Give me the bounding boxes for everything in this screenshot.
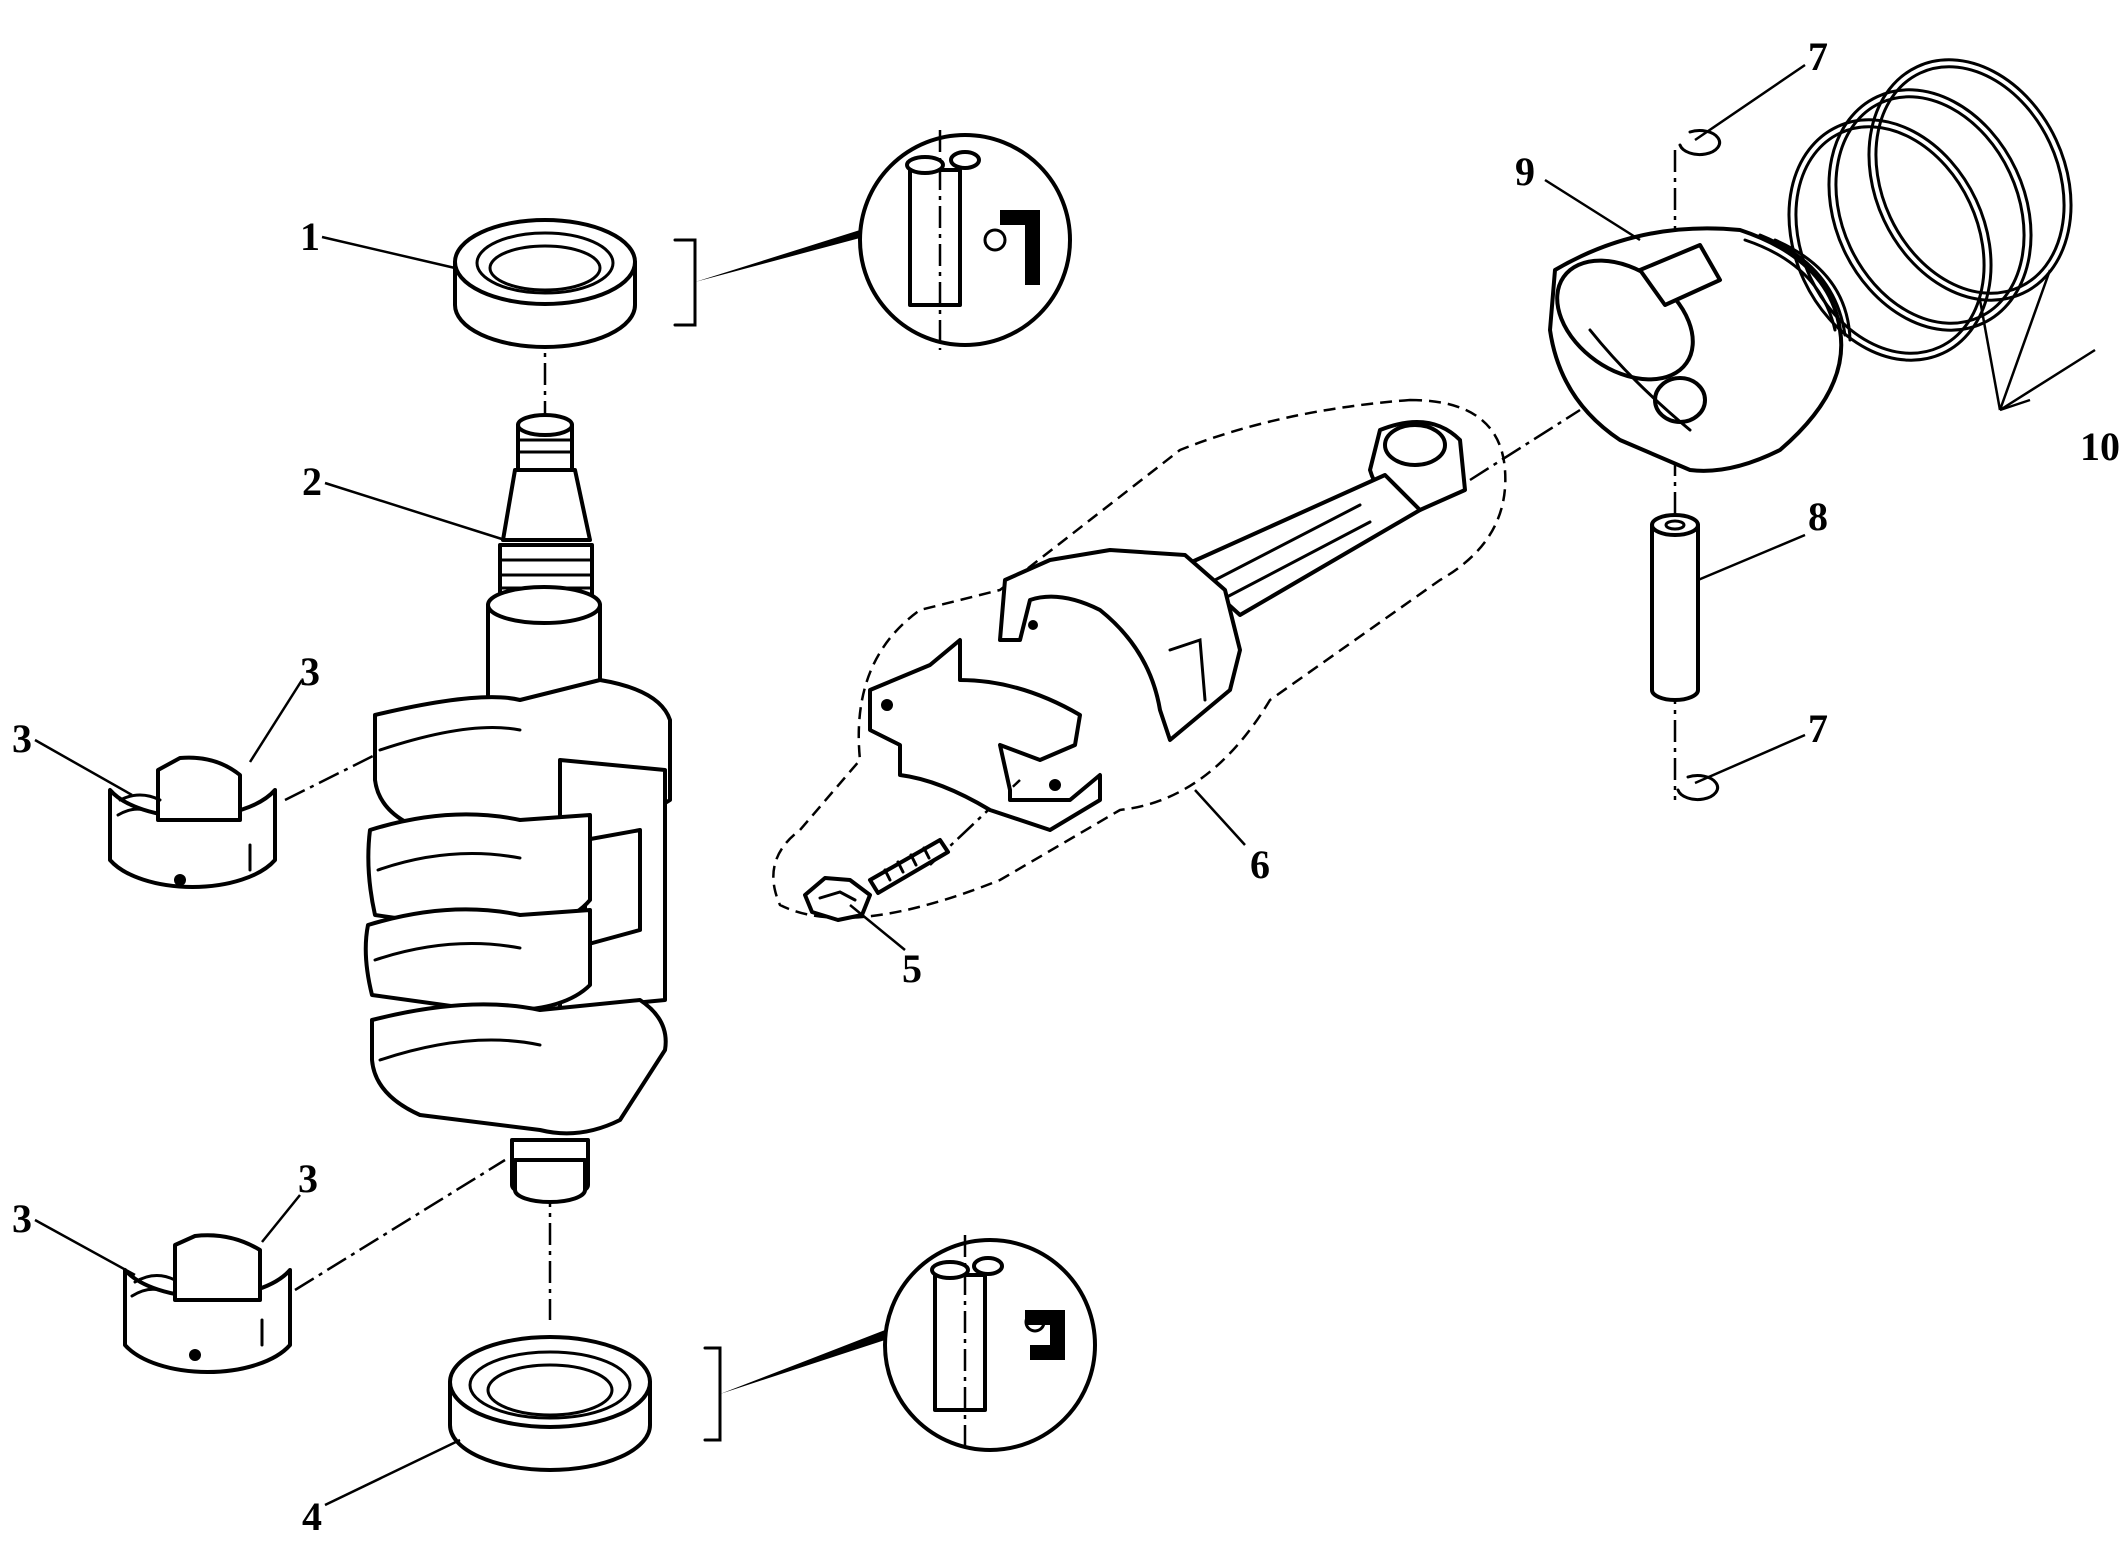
detail-leaders xyxy=(673,230,885,1442)
oil-seal-bottom xyxy=(448,1335,652,1472)
callout-3b: 3 xyxy=(300,649,320,694)
circlip-top xyxy=(1678,129,1722,157)
callout-2: 2 xyxy=(302,459,322,504)
bearing-axis-lower xyxy=(294,1158,506,1292)
callout-7-bottom: 7 xyxy=(1808,706,1828,751)
conrod-bolt xyxy=(803,838,950,922)
callout-7-top: 7 xyxy=(1808,34,1828,79)
main-bearing-lower xyxy=(123,1233,292,1374)
piston xyxy=(1548,226,1852,473)
leader-lines xyxy=(34,63,2096,1507)
connecting-rod-cap xyxy=(868,638,1102,832)
crankshaft xyxy=(363,413,672,1204)
oil-seal-top xyxy=(453,218,637,349)
callout-3c: 3 xyxy=(12,1196,32,1241)
rod-piston-axis xyxy=(1469,408,1581,482)
callout-3d: 3 xyxy=(298,1156,318,1201)
callout-10: 10 xyxy=(2080,424,2120,469)
circlip-bottom xyxy=(1676,774,1720,802)
callout-5: 5 xyxy=(902,946,922,991)
callout-4: 4 xyxy=(302,1494,322,1539)
callout-1: 1 xyxy=(300,214,320,259)
callout-3a: 3 xyxy=(12,716,32,761)
seal-detail-bottom xyxy=(883,1235,1097,1452)
piston-rings xyxy=(1787,58,2073,362)
callout-8: 8 xyxy=(1808,494,1828,539)
seal-detail-top xyxy=(858,130,1072,350)
connecting-rod xyxy=(998,420,1467,742)
main-bearing-upper xyxy=(108,755,277,889)
callout-6: 6 xyxy=(1250,842,1270,887)
callout-9: 9 xyxy=(1515,149,1535,194)
piston-pin xyxy=(1650,513,1700,702)
